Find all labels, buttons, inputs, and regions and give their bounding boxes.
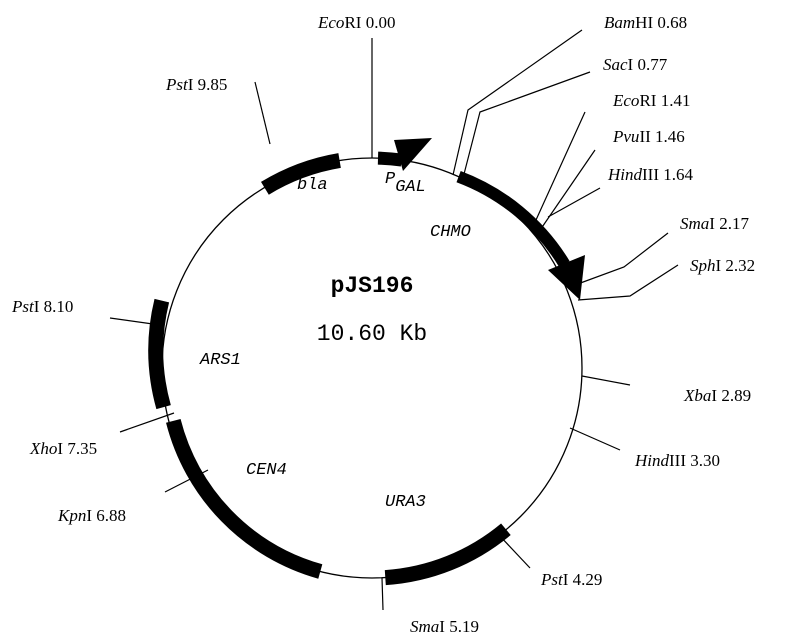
leader-hindiii-164 — [547, 187, 601, 218]
site-label-bamhi-068: BamHI 0.68 — [604, 13, 687, 32]
site-label-ecori-141: EcoRI 1.41 — [612, 91, 690, 110]
leader-ecori-141 — [530, 111, 586, 232]
leader-xbai-289 — [581, 375, 631, 386]
site-label-hindiii-164: HindIII 1.64 — [607, 165, 693, 184]
site-label-pvuii-146: PvuII 1.46 — [612, 127, 685, 146]
site-label-psti-810: PstI 8.10 — [11, 297, 73, 316]
leader-smai-519 — [381, 577, 384, 611]
leader-lines — [109, 29, 679, 611]
site-label-xhoi-735: XhoI 7.35 — [29, 439, 97, 458]
gene-label-bla: bla — [297, 176, 328, 195]
leader-bamhi-068 — [452, 29, 583, 176]
gene-label-pgal: PGAL — [385, 170, 426, 197]
plasmid-name: pJS196 — [331, 273, 414, 299]
site-label-smai-217: SmaI 2.17 — [680, 214, 749, 233]
plasmid-size: 10.60 Kb — [317, 321, 427, 347]
pgal-p: P — [385, 170, 396, 189]
pgal-arrowhead — [394, 138, 432, 171]
site-label-psti-429: PstI 4.29 — [540, 570, 602, 589]
site-label-kpni-688: KpnI 6.88 — [57, 506, 126, 525]
pgal-subscript: GAL — [395, 178, 426, 197]
leader-sphi-232 — [577, 264, 679, 301]
site-label-psti-985: PstI 9.85 — [165, 75, 227, 94]
site-label-saci-077: SacI 0.77 — [603, 55, 668, 74]
site-label-smai-519: SmaI 5.19 — [410, 617, 479, 636]
leader-psti-429 — [497, 533, 531, 569]
chmo-arrowhead — [548, 255, 585, 300]
leader-hindiii-330 — [569, 427, 621, 451]
site-label-hindiii-330: HindIII 3.30 — [634, 451, 720, 470]
ars1-segment — [148, 298, 171, 410]
chmo-arrow-shaft — [456, 170, 570, 268]
leader-psti-985 — [254, 81, 271, 145]
gene-label-chmo: CHMO — [430, 223, 471, 242]
leader-psti-810 — [109, 317, 161, 326]
gene-label-ura3: URA3 — [385, 493, 426, 512]
ura3-segment — [384, 523, 511, 586]
leader-smai-217 — [574, 232, 669, 286]
pgal-arrow-shaft — [377, 151, 403, 167]
gene-label-cen4: CEN4 — [246, 461, 287, 480]
leader-saci-077 — [462, 71, 591, 179]
gene-label-ars1: ARS1 — [199, 351, 241, 370]
leader-xhoi-735 — [119, 412, 175, 433]
site-label-sphi-232: SphI 2.32 — [690, 256, 755, 275]
leader-kpni-688 — [164, 469, 209, 493]
cen4-segment — [166, 419, 323, 579]
leader-pvuii-146 — [535, 149, 596, 237]
site-label-xbai-289: XbaI 2.89 — [683, 386, 751, 405]
site-label-ecori-000: EcoRI 0.00 — [317, 13, 395, 32]
bla-segment — [260, 153, 341, 195]
